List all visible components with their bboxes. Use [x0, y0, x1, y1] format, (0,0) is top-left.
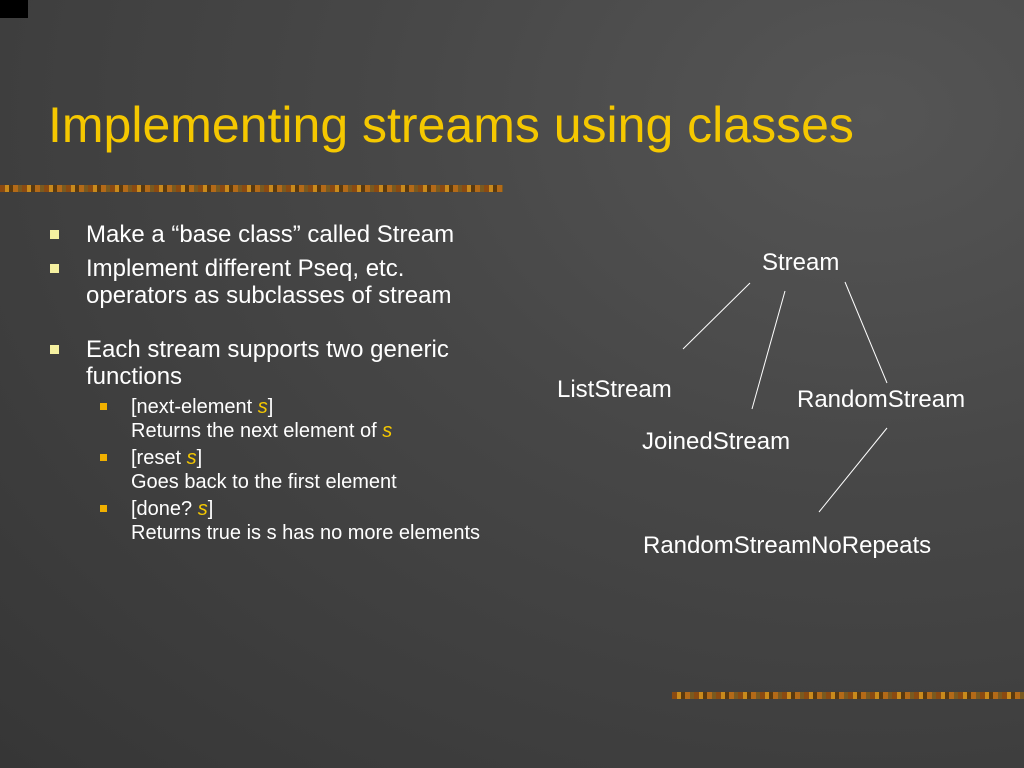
bullet-text: Each stream supports two generic functio…	[86, 336, 449, 390]
function-signature: [reset s]	[131, 447, 202, 469]
description-arg: s	[382, 420, 393, 442]
function-signature: [done? s]	[131, 498, 213, 520]
bottom-decorative-rule	[672, 692, 1024, 699]
edge-stream-liststream	[682, 282, 751, 350]
square-bullet-icon	[50, 230, 59, 239]
bullet-list: Make a “base class” called Stream Implem…	[48, 221, 498, 552]
function-arg: s	[186, 447, 197, 469]
function-signature: [next-element s]	[131, 396, 273, 418]
edge-stream-joinedstream	[751, 290, 786, 410]
function-close: ]	[196, 447, 203, 469]
function-description: Returns true is s has no more elements	[131, 522, 481, 544]
description-text: Returns the next element of	[131, 420, 383, 442]
edge-randomstream-norepeats	[818, 427, 888, 513]
function-arg: s	[197, 498, 208, 520]
node-joinedstream: JoinedStream	[642, 428, 791, 455]
square-bullet-icon	[50, 264, 59, 273]
node-randomstreamnorepeats: RandomStreamNoRepeats	[643, 532, 932, 559]
edge-stream-randomstream	[844, 281, 888, 384]
square-sub-bullet-icon	[100, 403, 107, 410]
function-name: [done?	[131, 498, 198, 520]
sub-bullet-list: [next-element s] Returns the next elemen…	[86, 395, 498, 545]
bullet-text: Implement different Pseq, etc. operators…	[86, 255, 452, 309]
function-description: Returns the next element of s	[131, 419, 498, 443]
square-sub-bullet-icon	[100, 454, 107, 461]
sub-bullet-item: [done? s] Returns true is s has no more …	[86, 497, 498, 545]
corner-mark	[0, 0, 28, 18]
function-name: [next-element	[131, 396, 258, 418]
bullet-item: Each stream supports two generic functio…	[48, 336, 498, 545]
square-bullet-icon	[50, 345, 59, 354]
square-sub-bullet-icon	[100, 505, 107, 512]
node-liststream: ListStream	[557, 376, 672, 403]
slide-title: Implementing streams using classes	[48, 97, 854, 153]
node-stream: Stream	[762, 249, 840, 276]
function-description: Goes back to the first element	[131, 471, 397, 493]
bullet-item: Make a “base class” called Stream	[48, 221, 498, 248]
sub-bullet-item: [reset s] Goes back to the first element	[86, 446, 498, 494]
function-name: [reset	[131, 447, 187, 469]
sub-bullet-item: [next-element s] Returns the next elemen…	[86, 395, 498, 443]
function-close: ]	[207, 498, 214, 520]
node-randomstream: RandomStream	[797, 386, 966, 413]
function-close: ]	[267, 396, 274, 418]
top-decorative-rule	[0, 185, 503, 192]
bullet-item: Implement different Pseq, etc. operators…	[48, 255, 498, 309]
function-arg: s	[257, 396, 268, 418]
bullet-text: Make a “base class” called Stream	[86, 221, 455, 248]
